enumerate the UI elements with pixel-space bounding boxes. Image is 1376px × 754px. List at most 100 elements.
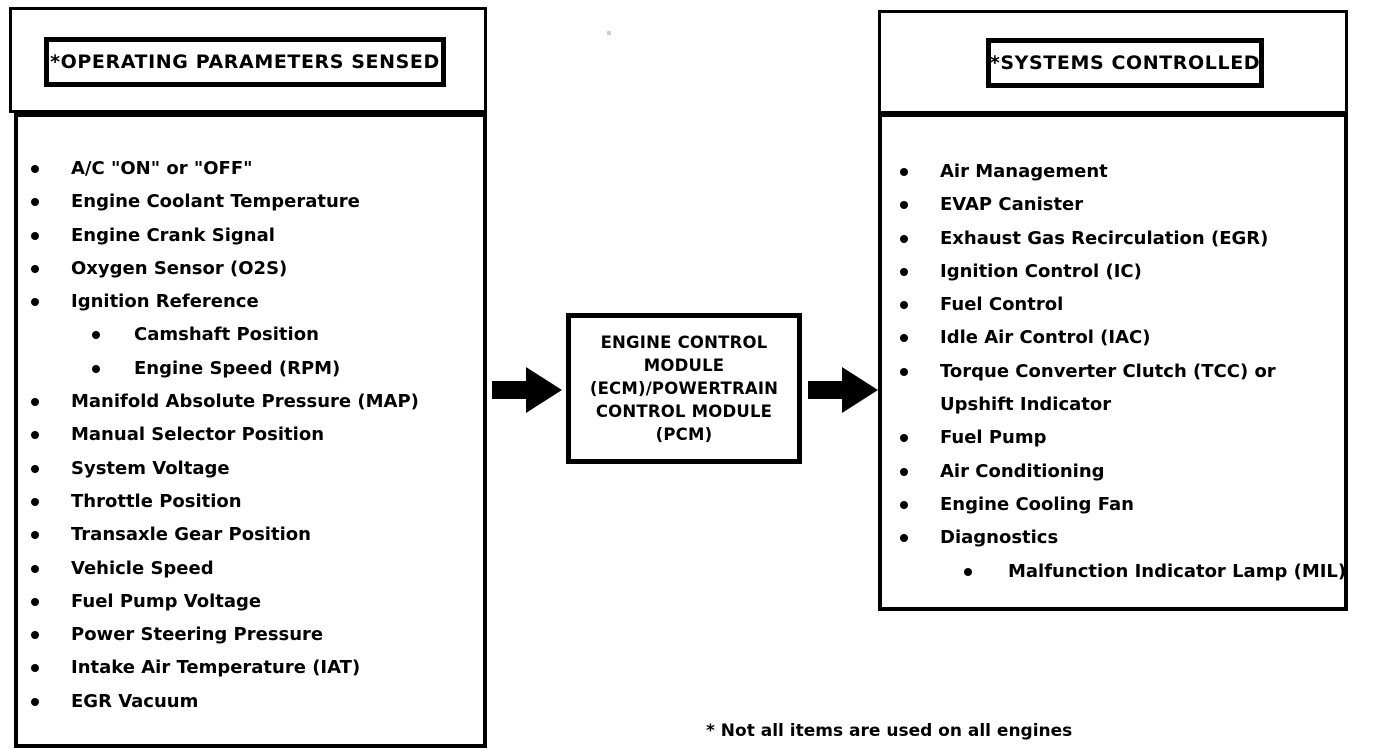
ecm-line: (PCM) [655, 425, 713, 444]
arrow-module-to-systems [808, 367, 878, 413]
list-item: Air Management [878, 155, 1348, 188]
right-panel-title-plate: *SYSTEMS CONTROLLED [986, 38, 1264, 88]
bullet-dot-icon [31, 697, 39, 706]
list-item: Vehicle Speed [14, 552, 484, 585]
list-item-label: Camshaft Position [134, 324, 319, 346]
list-item-label: EGR Vacuum [71, 690, 199, 712]
list-item: Fuel Pump Voltage [14, 585, 484, 618]
list-item-label: Ignition Control (IC) [940, 260, 1142, 282]
list-item: Torque Converter Clutch (TCC) or [878, 355, 1348, 388]
list-item-label: Ignition Reference [71, 291, 259, 313]
list-item-label: Throttle Position [71, 490, 242, 512]
list-item: Fuel Pump [878, 421, 1348, 454]
bullet-dot-icon [900, 301, 908, 310]
list-item-sub: Malfunction Indicator Lamp (MIL) [878, 555, 1348, 588]
bullet-dot-icon [31, 664, 39, 673]
bullet-dot-icon [900, 334, 908, 343]
bullet-dot-icon [964, 567, 972, 576]
bullet-dot-icon [900, 234, 908, 243]
list-item-label: Manifold Absolute Pressure (MAP) [71, 391, 419, 413]
list-item-label: System Voltage [71, 457, 230, 479]
list-item: System Voltage [14, 452, 484, 485]
arrow-inputs-to-module [492, 367, 562, 413]
list-item: Engine Cooling Fan [878, 488, 1348, 521]
bullet-dot-icon [31, 464, 39, 473]
list-item-label: Engine Cooling Fan [940, 493, 1134, 515]
bullet-dot-icon [92, 331, 100, 340]
list-item: Ignition Reference [14, 285, 484, 318]
list-item-label: Power Steering Pressure [71, 624, 324, 646]
list-item: Diagnostics [878, 521, 1348, 554]
bullet-dot-icon [900, 168, 908, 176]
list-item: Power Steering Pressure [14, 618, 484, 651]
list-item-label: Intake Air Temperature (IAT) [71, 657, 361, 679]
list-item: Transaxle Gear Position [14, 518, 484, 551]
bullet-dot-icon [31, 497, 39, 506]
ecm-line: MODULE [643, 356, 725, 375]
bullet-dot-icon [31, 431, 39, 440]
scan-artifact-mark [607, 31, 611, 35]
bullet-dot-icon [92, 364, 100, 373]
list-item: Manifold Absolute Pressure (MAP) [14, 385, 484, 418]
list-item-label: Air Conditioning [940, 460, 1105, 482]
list-item: Manual Selector Position [14, 418, 484, 451]
list-item-label: Oxygen Sensor (O2S) [71, 257, 288, 279]
list-item-label: Diagnostics [940, 527, 1059, 549]
left-panel-title-plate: *OPERATING PARAMETERS SENSED [44, 37, 446, 87]
list-item-label: Engine Coolant Temperature [71, 191, 360, 213]
list-item: Air Conditioning [878, 455, 1348, 488]
right-panel-body-box [878, 113, 1348, 611]
left-panel-body-box [14, 113, 487, 748]
bullet-dot-icon [900, 201, 908, 210]
list-item-sub: Engine Speed (RPM) [14, 352, 484, 385]
right-panel-title: *SYSTEMS CONTROLLED [989, 52, 1261, 74]
list-item-label: Fuel Control [940, 294, 1064, 316]
list-item-label: Fuel Pump Voltage [71, 590, 262, 612]
bullet-dot-icon [31, 298, 39, 307]
ecm-line: CONTROL MODULE [595, 402, 773, 421]
list-item: EVAP Canister [878, 188, 1348, 221]
bullet-dot-icon [900, 267, 908, 276]
systems-controlled-list: Air Management EVAP Canister Exhaust Gas… [878, 155, 1348, 588]
list-item-label: Upshift Indicator [940, 394, 1112, 416]
bullet-dot-icon [900, 500, 908, 509]
list-item-label: Engine Speed (RPM) [134, 357, 341, 379]
list-item: Fuel Control [878, 288, 1348, 321]
list-item-label: Idle Air Control (IAC) [940, 327, 1151, 349]
bullet-dot-icon [31, 165, 39, 173]
list-item-label: Engine Crank Signal [71, 224, 275, 246]
bullet-dot-icon [31, 264, 39, 273]
list-item: Idle Air Control (IAC) [878, 321, 1348, 354]
list-item-label: EVAP Canister [940, 194, 1084, 216]
list-item: Engine Crank Signal [14, 219, 484, 252]
ecm-line: (ECM)/POWERTRAIN [589, 379, 779, 398]
bullet-dot-icon [31, 597, 39, 606]
list-item: Intake Air Temperature (IAT) [14, 651, 484, 684]
list-item-continuation: Upshift Indicator [878, 388, 1348, 421]
list-item: Oxygen Sensor (O2S) [14, 252, 484, 285]
list-item-label: Fuel Pump [940, 427, 1047, 449]
list-item: Throttle Position [14, 485, 484, 518]
list-item: EGR Vacuum [14, 685, 484, 718]
bullet-dot-icon [31, 198, 39, 207]
bullet-dot-icon [900, 367, 908, 376]
ecm-line: ENGINE CONTROL [600, 333, 768, 352]
bullet-dot-icon [31, 398, 39, 407]
operating-parameters-list: A/C "ON" or "OFF" Engine Coolant Tempera… [14, 152, 484, 718]
list-item-label: Air Management [940, 161, 1108, 182]
left-panel-title: *OPERATING PARAMETERS SENSED [50, 51, 440, 73]
bullet-dot-icon [900, 467, 908, 476]
bullet-dot-icon [900, 534, 908, 543]
bullet-dot-icon [900, 434, 908, 443]
list-item-label: A/C "ON" or "OFF" [71, 158, 253, 179]
list-item-label: Transaxle Gear Position [71, 524, 311, 546]
list-item: A/C "ON" or "OFF" [14, 152, 484, 185]
list-item-label: Exhaust Gas Recirculation (EGR) [940, 227, 1269, 249]
bullet-dot-icon [31, 564, 39, 573]
bullet-dot-icon [31, 631, 39, 640]
list-item: Ignition Control (IC) [878, 255, 1348, 288]
bullet-dot-icon [31, 231, 39, 240]
engine-control-module-box: ENGINE CONTROL MODULE (ECM)/POWERTRAIN C… [566, 313, 802, 464]
list-item: Engine Coolant Temperature [14, 185, 484, 218]
